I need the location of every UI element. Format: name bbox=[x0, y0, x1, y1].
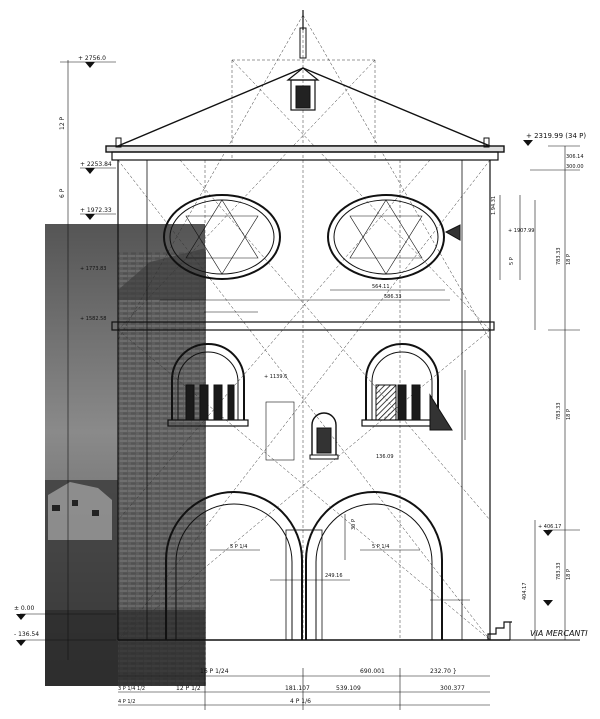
label-span-right-lower: 783.33 bbox=[556, 563, 562, 581]
label-bottom-4p-left: 4 P 1/2 bbox=[118, 699, 135, 705]
stairs bbox=[487, 621, 512, 640]
arched-window-right bbox=[361, 343, 453, 431]
label-p18-upper: 18 P bbox=[566, 254, 572, 265]
ground-arches bbox=[165, 491, 443, 641]
label-bottom-181: 181.107 bbox=[285, 685, 310, 692]
label-right-arch: + 406.17 bbox=[538, 524, 561, 530]
arched-window-left bbox=[167, 343, 249, 427]
label-via-mercanti: VIA MERCANTI bbox=[530, 629, 588, 638]
label-right-300: 300.00 bbox=[566, 164, 584, 170]
label-left-level-2: + 1972.33 bbox=[80, 207, 112, 214]
label-span-left-6p: 6 P bbox=[59, 188, 66, 198]
label-oval-dim-right: 1.94.31 bbox=[491, 196, 497, 215]
label-bottom-232: 232.70 } bbox=[430, 668, 457, 675]
label-arch-right: 5 P 1/4 bbox=[372, 544, 389, 550]
label-oval-dim-5p: 5 P bbox=[509, 257, 515, 265]
oval-window-left bbox=[163, 194, 281, 280]
label-roof-base-elevation: + 2253.84 bbox=[80, 161, 112, 168]
label-ground-left: ± 0.00 bbox=[14, 605, 34, 612]
label-span-left-12p: 12 P bbox=[59, 116, 66, 130]
label-bottom-16p: 16 P 1/24 bbox=[200, 668, 229, 675]
dimension-labels: + 2756.0 + 2253.84 + 1972.33 + 1773.83 +… bbox=[14, 55, 588, 705]
label-oval-width-total: 586.33 bbox=[384, 294, 402, 300]
label-bottom-3p: 3 P 1/4 1/2 bbox=[118, 686, 145, 692]
label-bottom-539: 539.109 bbox=[336, 685, 361, 692]
label-span-right-upper: 783.33 bbox=[556, 248, 562, 266]
label-p18-mid: 18 P bbox=[566, 409, 572, 420]
label-p18-lower: 18 P bbox=[566, 569, 572, 580]
label-base-left: - 136.54 bbox=[14, 631, 39, 638]
label-top-elevation: + 2756.0 bbox=[78, 55, 106, 62]
dimension-lines bbox=[20, 60, 580, 710]
small-center-window bbox=[265, 401, 339, 461]
label-right-306: 306.14 bbox=[566, 154, 584, 160]
label-center-dim2: 136.09 bbox=[376, 454, 394, 460]
oval-window-right bbox=[327, 194, 461, 280]
label-bottom-300: 300.377 bbox=[440, 685, 465, 692]
label-lower-right-dim: 404.17 bbox=[522, 583, 528, 601]
label-bottom-4p: 4 P 1/6 bbox=[290, 698, 311, 705]
level-markers bbox=[16, 62, 553, 646]
label-center-30p: 30 P bbox=[351, 519, 357, 530]
label-oval-width-right: 564.11 bbox=[372, 284, 390, 290]
photo-overlay bbox=[45, 224, 206, 686]
label-window-right-level: + 1907.99 bbox=[508, 228, 534, 234]
label-left-level-4: + 1582.58 bbox=[80, 316, 106, 322]
building-facade bbox=[105, 10, 580, 641]
label-mid-window: + 1139.6 bbox=[264, 374, 287, 380]
label-span-right-mid: 783.33 bbox=[556, 403, 562, 421]
label-bottom-690: 690.001 bbox=[360, 668, 385, 675]
label-center-dim: 249.16 bbox=[325, 573, 343, 579]
label-bottom-12p: 12 P 1/2 bbox=[176, 685, 201, 692]
label-arch-left: 5 P 1/4 bbox=[230, 544, 247, 550]
label-upper-right-elevation: + 2319.99 (34 P) bbox=[526, 132, 586, 140]
label-left-level-3: + 1773.83 bbox=[80, 266, 106, 272]
